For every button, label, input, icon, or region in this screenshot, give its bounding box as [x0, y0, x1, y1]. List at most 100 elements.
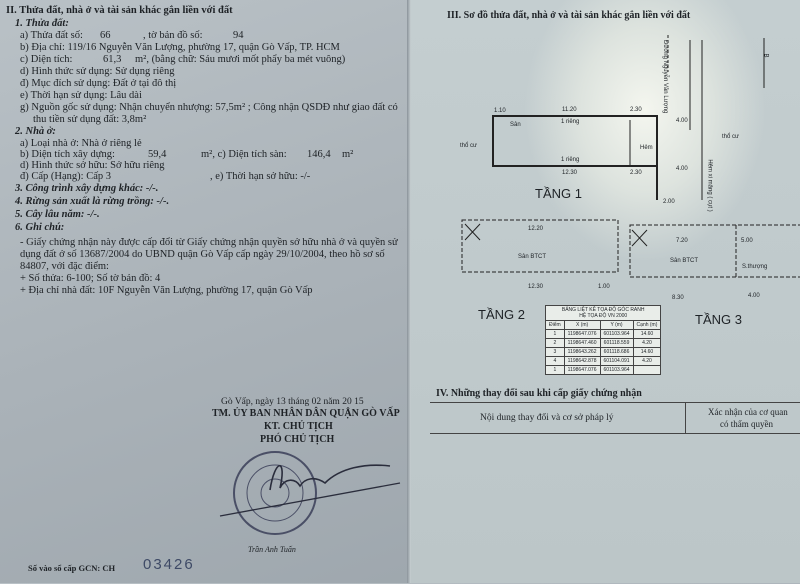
dim: 2.30: [630, 170, 642, 176]
note-line: 84807, với đặc điểm:: [20, 261, 109, 272]
room-label: Sân BTCT: [518, 254, 547, 260]
table-cell: 14.60: [632, 347, 662, 357]
neighbor-label: thổ cư: [460, 143, 478, 149]
table-cell: 1198642.878: [563, 356, 601, 366]
col-header: có thẩm quyền: [720, 419, 773, 429]
table-cell: [632, 365, 662, 375]
changes-col-confirm: Xác nhận của cơ quan có thẩm quyền: [686, 403, 800, 434]
dim: 1.00: [598, 284, 610, 290]
registry-label: Số vào sổ cấp GCN: CH: [28, 563, 116, 573]
changes-table: Nội dung thay đổi và cơ sở pháp lý Xác n…: [430, 402, 800, 584]
page-fold: [407, 0, 411, 583]
alley-label: Hẻm xi măng ( cụt ): [706, 159, 713, 212]
col-header: Y (m): [599, 320, 634, 330]
table-subtitle: HỆ TỌA ĐỘ VN 2000: [579, 313, 628, 319]
table-cell: 601104.091: [599, 356, 634, 366]
dim: 8.30: [672, 295, 684, 301]
table-cell: 601118.559: [599, 338, 634, 348]
floor3-outline: [629, 224, 800, 278]
table-cell: 4: [545, 356, 565, 366]
land-heading: 1. Thửa đất:: [15, 18, 69, 29]
dim: 4.00: [676, 118, 688, 124]
col-header: Nội dung thay đổi và cơ sở pháp lý: [480, 413, 614, 423]
table-cell: 1: [545, 329, 565, 339]
map-number: 94: [233, 30, 244, 41]
changes-col-content: Nội dung thay đổi và cơ sở pháp lý: [430, 403, 686, 434]
dim: 12.30: [562, 170, 578, 176]
col-header: Cạnh (m): [632, 320, 662, 330]
address: b) Địa chỉ: 119/16 Nguyễn Văn Lượng, phư…: [20, 42, 340, 53]
dim: 2.30: [630, 107, 642, 113]
floor1-title: TẦNG 1: [535, 186, 582, 201]
wall-label: 1 riêng: [561, 119, 580, 125]
street-label: Đường Nguyễn Văn Lượng: [662, 40, 668, 114]
ownership-term: , e) Thời hạn sở hữu: -/-: [210, 171, 311, 182]
dim: 12.30: [528, 284, 544, 290]
floor3-title: TẦNG 3: [695, 312, 742, 327]
dim: 5.00: [741, 238, 753, 244]
house-heading: 2. Nhà ở:: [15, 126, 56, 137]
issue-date: Gò Vấp, ngày 13 tháng 02 năm 20 15: [221, 397, 364, 407]
note-line: + Địa chỉ nhà đất: 10F Nguyễn Văn Lượng,…: [20, 285, 313, 296]
area-label: c) Diện tích:: [20, 54, 73, 65]
section-heading: II. Thửa đất, nhà ở và tài sản khác gắn …: [6, 5, 233, 16]
issuing-authority: TM. ỦY BAN NHÂN DÂN QUẬN GÒ VẤP: [212, 408, 400, 419]
floor-area-value: 146,4: [307, 149, 331, 160]
dim: 4.00: [676, 166, 688, 172]
usage-purpose: đ) Mục đích sử dụng: Đất ở tại đô thị: [20, 78, 177, 89]
north-label: B: [762, 53, 769, 58]
table-cell: 1198647.076: [563, 365, 601, 375]
notes-heading: 6. Ghi chú:: [15, 222, 65, 233]
table-cell: 601103.964: [599, 365, 634, 375]
col-header: X (m): [563, 320, 601, 330]
area-value: 61,3: [103, 54, 122, 65]
ownership-form: d) Hình thức sở hữu: Sở hữu riêng: [20, 160, 165, 171]
area-words: m², (bằng chữ: Sáu mươi mốt phẩy ba mét …: [135, 54, 346, 65]
col-header: Điểm: [545, 320, 565, 330]
dim: 2.00: [663, 199, 675, 205]
floor-area-label: m², c) Diện tích sàn:: [201, 149, 287, 160]
map-label: , tờ bản đồ số:: [143, 30, 203, 41]
table-cell: 4.20: [632, 338, 662, 348]
house-grade: đ) Cấp (Hạng): Cấp 3: [20, 171, 111, 182]
dim: 1.10: [494, 108, 506, 114]
table-cell: 1198647.460: [563, 338, 601, 348]
usage-origin: g) Nguồn gốc sử dụng: Nhận chuyển nhượng…: [20, 102, 398, 113]
usage-origin-cont: thu tiền sử dụng đất: 3,8m²: [33, 114, 147, 125]
dim: 7.20: [676, 238, 688, 244]
perennial-trees: 5. Cây lâu năm: -/-.: [15, 209, 100, 220]
parcel-label: a) Thửa đất số:: [20, 30, 83, 41]
usage-term: e) Thời hạn sử dụng: Lâu dài: [20, 90, 142, 101]
signatory-role: PHÓ CHỦ TỊCH: [260, 434, 335, 445]
dim: 12.20: [528, 226, 544, 232]
dim: 11.20: [562, 107, 577, 113]
floor2-title: TẦNG 2: [478, 307, 525, 322]
usage-form: d) Hình thức sử dụng: Sử dụng riêng: [20, 66, 175, 77]
neighbor-label: thổ cư: [722, 134, 740, 140]
changes-heading: IV. Những thay đổi sau khi cấp giấy chứn…: [436, 388, 642, 399]
dim: 4.00: [748, 293, 760, 299]
table-cell: 601103.964: [599, 329, 634, 339]
parcel-number: 66: [100, 30, 111, 41]
table-cell: 1: [545, 365, 565, 375]
floor-plan-diagram: [461, 35, 800, 278]
floor1-outline: [492, 115, 658, 167]
table-cell: 4.20: [632, 356, 662, 366]
planted-forest: 4. Rừng sản xuất là rừng trồng: -/-.: [15, 196, 170, 207]
table-cell: 3: [545, 347, 565, 357]
note-line: + Số thửa: 6-100; Số tờ bản đồ: 4: [20, 273, 161, 284]
floor-area-unit: m²: [342, 149, 354, 160]
diagram-heading: III. Sơ đồ thửa đất, nhà ở và tài sản kh…: [447, 10, 691, 21]
wall-label: 1 riêng: [561, 157, 580, 163]
floor2-outline: [461, 219, 619, 273]
signer-name: Trần Anh Tuấn: [248, 545, 296, 554]
table-cell: 2: [545, 338, 565, 348]
table-cell: 14.60: [632, 329, 662, 339]
registry-number: 03426: [143, 556, 195, 573]
right-page: [410, 0, 800, 583]
table-cell: 1198647.076: [563, 329, 601, 339]
